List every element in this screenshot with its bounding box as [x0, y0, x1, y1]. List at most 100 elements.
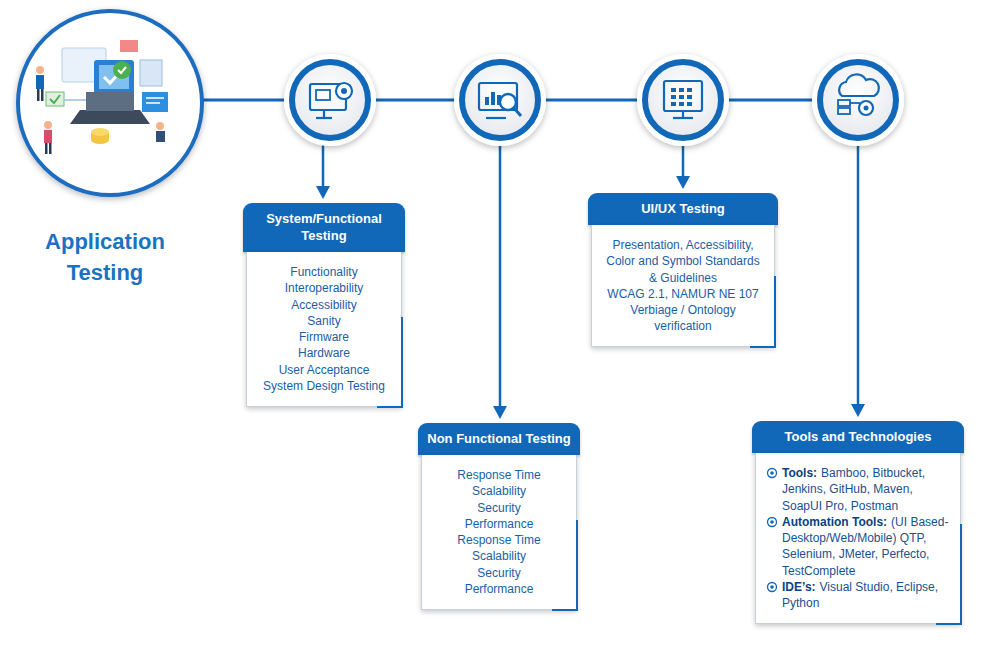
bullet-icon [770, 471, 774, 475]
icon-circle [687, 95, 692, 99]
down-arrow [676, 176, 690, 189]
corner-accent [936, 524, 962, 625]
list-item: Presentation, Accessibility, Color and S… [602, 237, 764, 286]
illustration [156, 122, 164, 130]
icon-circle [679, 88, 684, 92]
list-item: Scalability [432, 483, 566, 499]
illustration [142, 92, 168, 112]
tool-line: Tools:Bamboo, Bitbucket, Jenkins, GitHub… [782, 465, 950, 514]
icon-circle [671, 102, 676, 106]
tool-row: Tools:Bamboo, Bitbucket, Jenkins, GitHub… [766, 465, 950, 514]
down-arrow [316, 186, 330, 199]
icon-circle [637, 54, 729, 146]
illustration [45, 143, 48, 154]
box-heading: System/Functional Testing [243, 203, 405, 252]
list-item: Response Time [432, 467, 566, 483]
icon-circle [812, 54, 904, 146]
icon-circle [292, 62, 368, 138]
icon-circle [485, 97, 489, 105]
bullet-icon [766, 467, 778, 479]
list-item: Hardware [257, 345, 391, 361]
corner-accent [552, 520, 578, 611]
list-item: WCAG 2.1, NAMUR NE 107 [602, 286, 764, 302]
illustration [64, 99, 86, 101]
illustration [36, 75, 44, 89]
illustration [120, 40, 138, 52]
icon-circle [673, 117, 693, 119]
icon-circle [839, 74, 879, 96]
illustration [36, 66, 44, 74]
icon-circle [671, 88, 692, 106]
down-arrow [857, 145, 860, 406]
down-arrow [493, 406, 507, 419]
bullet-icon [768, 469, 777, 478]
icon-circle [850, 102, 860, 104]
bullet-icon [770, 520, 774, 524]
icon-circle [812, 54, 904, 146]
icon-circle [454, 54, 546, 146]
box-heading: UI/UX Testing [588, 193, 778, 225]
icon-circle [454, 54, 546, 146]
down-arrow [499, 145, 502, 408]
list-item: Firmware [257, 329, 391, 345]
illustration [118, 67, 126, 73]
list-item: Scalability [432, 548, 566, 564]
icon-circle [316, 117, 332, 119]
list-item: Performance [432, 581, 566, 597]
icon-circle [336, 83, 352, 99]
diagram-title: Application Testing [20, 226, 190, 288]
icon-circle [514, 108, 521, 116]
illustration [70, 110, 150, 124]
bullet-icon [768, 583, 777, 592]
list-item: Verbiage / Ontology verification [602, 302, 764, 335]
illustration [18, 11, 202, 195]
list-item: Performance [432, 516, 566, 532]
icon-circle [687, 102, 692, 106]
illustration [146, 102, 160, 104]
bullet-icon [766, 516, 778, 528]
icon-circle [500, 94, 516, 110]
icon-circle [687, 88, 692, 92]
tool-row: Automation Tools:(UI Based-Desktop/Web/M… [766, 514, 950, 579]
category-box: Tools and TechnologiesTools:Bamboo, Bitb… [752, 421, 964, 624]
icon-circle [284, 54, 376, 146]
box-body: Tools:Bamboo, Bitbucket, Jenkins, GitHub… [755, 453, 961, 624]
list-item: Functionality [257, 264, 391, 280]
icon-circle [671, 88, 676, 92]
icon-circle [637, 54, 729, 146]
icon-circle [645, 62, 721, 138]
icon-circle [316, 90, 330, 100]
category-box: System/Functional TestingFunctionalityIn… [243, 203, 405, 407]
box-body: FunctionalityInteroperabilityAccessibili… [246, 252, 402, 407]
illustration [44, 130, 52, 143]
icon-circle [341, 88, 347, 94]
icon-circle [838, 100, 850, 106]
category-box: UI/UX TestingPresentation, Accessibility… [588, 193, 778, 347]
corner-accent [377, 317, 403, 408]
icon-circle [682, 111, 684, 117]
list-item: Interoperability [257, 280, 391, 296]
down-arrow [322, 145, 325, 188]
illustration [146, 97, 164, 99]
icon-circle [671, 95, 676, 99]
icon-circle [486, 117, 506, 119]
down-arrow [682, 145, 685, 178]
bullet-icon [770, 585, 774, 589]
list-item: Security [432, 500, 566, 516]
tool-row: IDE’s:Visual Studio, Eclipse, Python [766, 579, 950, 612]
list-item: System Design Testing [257, 378, 391, 394]
bullet-icon [766, 581, 778, 593]
illustration [113, 61, 131, 79]
illustration [140, 60, 162, 86]
icon-circle [479, 83, 517, 110]
illustration [91, 128, 109, 136]
icon-circle [323, 110, 325, 117]
box-body: Response TimeScalabilitySecurityPerforma… [421, 455, 577, 610]
category-box: Non Functional TestingResponse TimeScala… [418, 423, 580, 610]
down-arrow [851, 404, 865, 417]
icon-circle [679, 95, 684, 99]
corner-accent [750, 276, 776, 348]
tool-line: IDE’s:Visual Studio, Eclipse, Python [782, 579, 950, 612]
box-body: Presentation, Accessibility, Color and S… [591, 225, 775, 347]
